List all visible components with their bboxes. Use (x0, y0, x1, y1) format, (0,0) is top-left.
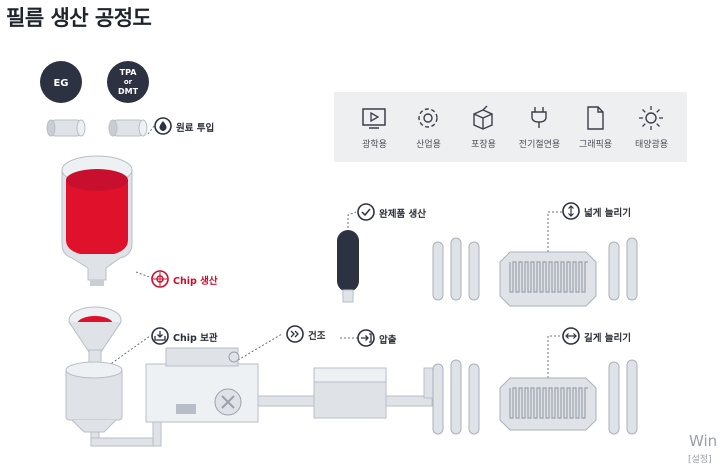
target-icon (151, 270, 169, 288)
use-label: 포장용 (471, 140, 496, 150)
applications-panel: 광학용 산업용 포장용 전기절연용 그래픽용 태양광용 (334, 92, 687, 162)
use-insulation: 전기절연용 (510, 92, 569, 162)
use-solar: 태양광용 (622, 92, 681, 162)
use-label: 태양광용 (634, 140, 669, 150)
eg-label: EG (53, 78, 68, 89)
or-label: or (124, 78, 133, 86)
vertical-arrows-icon (562, 202, 580, 220)
chip-funnel (68, 306, 122, 367)
length-stretch-oven (499, 377, 597, 431)
document-icon (587, 106, 604, 130)
roller-group-lower-right (608, 359, 638, 435)
finished-roll (337, 230, 359, 303)
storage-silo (65, 361, 123, 433)
eg-material-circle (40, 61, 82, 103)
reactor-tank (61, 155, 133, 286)
extruder-machine (313, 367, 439, 419)
use-label: 그래픽용 (578, 140, 613, 150)
raw-input-label: 원료 투입 (176, 123, 215, 134)
box-icon (473, 105, 493, 130)
gear-icon (418, 108, 438, 128)
wave-dry-icon (286, 325, 304, 343)
storage-tray-icon (151, 327, 169, 345)
tpa-label: TPA (120, 68, 138, 77)
roller-group-upper-left (432, 237, 480, 301)
check-circle-icon (357, 203, 375, 221)
use-label: 전기절연용 (518, 140, 561, 150)
chip-production-label: Chip 생산 (173, 276, 218, 287)
chip-storage-label: Chip 보관 (173, 333, 218, 344)
login-arrow-icon (357, 329, 375, 347)
sun-icon (639, 106, 663, 130)
page-title: 필름 생산 공정도 (6, 6, 152, 30)
horizontal-arrows-icon (562, 327, 580, 345)
roller-group-lower-left (432, 359, 480, 435)
monitor-play-icon (362, 108, 386, 129)
watermark-text: Win (689, 432, 718, 450)
width-stretch-label: 넓게 늘리기 (584, 208, 632, 219)
use-industrial: 산업용 (399, 92, 458, 162)
drop-icon (154, 117, 172, 135)
use-label: 광학용 (362, 140, 387, 150)
plug-icon (531, 107, 547, 128)
use-packaging: 포장용 (454, 92, 513, 162)
extrusion-label: 압출 (379, 335, 397, 346)
use-optical: 광학용 (345, 92, 404, 162)
drying-label: 건조 (308, 331, 326, 342)
width-stretch-oven (499, 251, 597, 307)
use-label: 산업용 (416, 140, 441, 150)
dryer-machine (145, 347, 259, 423)
roller-group-upper-right (608, 237, 638, 301)
tpa-material-circle (107, 61, 149, 103)
dmt-label: DMT (118, 87, 139, 96)
finished-product-label: 완제품 생산 (379, 209, 427, 220)
length-stretch-label: 길게 늘리기 (584, 333, 632, 344)
use-graphic: 그래픽용 (566, 92, 625, 162)
watermark-subtext: [설정] (688, 455, 712, 465)
